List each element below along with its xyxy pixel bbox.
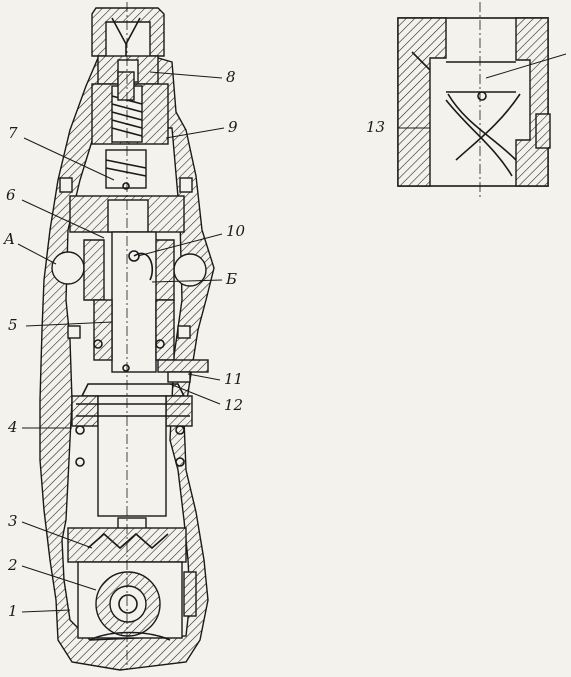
leader-12 bbox=[169, 383, 221, 405]
callout-5: 5 bbox=[8, 316, 18, 334]
callout-8: 8 bbox=[226, 68, 236, 86]
leader-2 bbox=[21, 565, 97, 591]
callout-9: 9 bbox=[228, 118, 238, 136]
callout-2: 2 bbox=[7, 556, 18, 574]
leader-10 bbox=[137, 233, 223, 257]
callout-10: 10 bbox=[226, 222, 246, 240]
spindle bbox=[111, 231, 157, 373]
mid-bearings bbox=[93, 299, 209, 383]
callout-7: 7 bbox=[8, 124, 18, 142]
callout-6: 6 bbox=[6, 186, 16, 204]
leader-B bbox=[151, 279, 223, 283]
leader-7 bbox=[23, 137, 115, 181]
leader-5 bbox=[25, 321, 113, 327]
callout-12: 12 bbox=[224, 396, 243, 414]
callout-A: A bbox=[2, 230, 15, 248]
leader-3 bbox=[21, 521, 93, 549]
detail-section bbox=[397, 2, 551, 200]
callout-4: 4 bbox=[7, 418, 18, 436]
top-cap bbox=[91, 7, 165, 85]
leader-11 bbox=[187, 373, 221, 381]
leader-8 bbox=[149, 71, 223, 79]
callout-1: 1 bbox=[8, 602, 18, 620]
leader-A bbox=[17, 243, 57, 265]
ball-joints bbox=[51, 239, 207, 301]
callout-3: 3 bbox=[8, 512, 18, 530]
callout-11: 11 bbox=[224, 370, 243, 388]
leader-1 bbox=[21, 609, 71, 613]
lower-barrel bbox=[71, 383, 193, 537]
callout-13: 13 bbox=[366, 118, 385, 136]
callouts: 8 9 7 6 A 10 Б 5 11 12 4 3 2 1 13 bbox=[2, 53, 567, 620]
callout-B: Б bbox=[225, 270, 237, 288]
gear-stage bbox=[67, 527, 197, 641]
leader-9 bbox=[165, 127, 225, 139]
bolts bbox=[59, 177, 193, 339]
leader-detail-right bbox=[485, 53, 567, 79]
leader-6 bbox=[21, 199, 105, 239]
